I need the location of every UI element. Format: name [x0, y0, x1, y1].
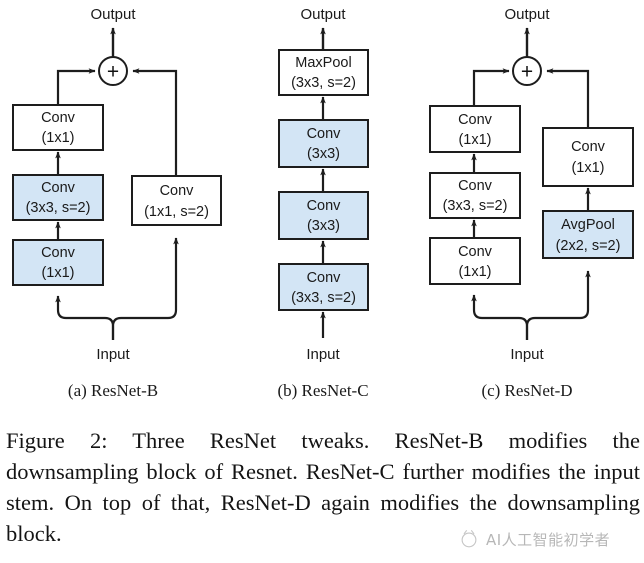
panel-a-input-label: Input	[96, 346, 130, 363]
panel-a-node-conv-3x3-s2-params: (3x3, s=2)	[26, 200, 91, 216]
panel-c-node-shortcut-conv-1x1-name: Conv	[571, 139, 606, 155]
panel-b-node-conv-3x3-lower-params: (3x3)	[307, 218, 340, 234]
panel-c-node-conv-3x3-s2: Conv (3x3, s=2)	[429, 172, 521, 219]
panel-a-node-conv-3x3-s2-name: Conv	[41, 180, 76, 196]
panel-b-resnet-c: Output MaxPool (3x3, s=2) Conv (3x3) Con…	[277, 6, 369, 400]
panel-b-node-conv-3x3-upper-params: (3x3)	[307, 146, 340, 162]
panel-b-node-conv-3x3-s2-params: (3x3, s=2)	[291, 290, 356, 306]
panel-c-node-conv-3x3-s2-name: Conv	[458, 178, 493, 194]
panel-c-edge-mainpath-to-sum	[472, 68, 510, 106]
panel-b-node-conv-3x3-lower-name: Conv	[307, 198, 342, 214]
panel-c-output-label: Output	[504, 6, 550, 23]
panel-a-edge-shortcut-to-sum	[132, 68, 178, 176]
panel-a-edge-input-to-shortcut	[111, 237, 179, 340]
panel-c-resnet-d: Output + Conv (1x1) Conv (3x3, s=2)	[429, 6, 634, 400]
panel-a-output-label: Output	[90, 6, 136, 23]
panel-c-node-shortcut-conv-1x1-params: (1x1)	[571, 160, 604, 176]
panel-b-node-maxpool-3x3-s2-params: (3x3, s=2)	[291, 75, 356, 91]
panel-a-sum-symbol: +	[107, 61, 119, 84]
panel-a-node-conv-1x1-top-params: (1x1)	[41, 130, 74, 146]
panel-c-edge-shortcut-to-sum	[546, 68, 590, 128]
panel-a-node-conv-1x1-bottom: Conv (1x1)	[12, 239, 104, 286]
panel-b-node-conv-3x3-upper: Conv (3x3)	[278, 119, 369, 168]
panel-a-sum-node	[98, 56, 128, 86]
panel-c-node-conv-1x1-top: Conv (1x1)	[429, 105, 521, 153]
panel-b-node-maxpool-3x3-s2: MaxPool (3x3, s=2)	[278, 49, 369, 96]
panel-a-node-shortcut-conv-1x1-s2-name: Conv	[160, 183, 195, 199]
panel-b-input-label: Input	[306, 346, 340, 363]
panel-c-node-avgpool-2x2-s2-name: AvgPool	[561, 217, 615, 233]
panel-a-node-conv-1x1-top-name: Conv	[41, 110, 76, 126]
panel-a-node-conv-3x3-s2: Conv (3x3, s=2)	[12, 174, 104, 221]
panel-a-node-shortcut-conv-1x1-s2: Conv (1x1, s=2)	[131, 175, 222, 226]
panel-c-node-shortcut-conv-1x1: Conv (1x1)	[542, 127, 634, 187]
resnet-tweaks-diagram: Output + Conv (1x1) Conv (3x3, s=2)	[12, 6, 634, 400]
panel-a-resnet-b: Output + Conv (1x1) Conv (3x3, s=2)	[12, 6, 222, 400]
panel-c-sum-symbol: +	[521, 61, 533, 84]
panel-b-node-conv-3x3-upper-name: Conv	[307, 126, 342, 142]
panel-b-node-conv-3x3-s2-name: Conv	[307, 270, 342, 286]
figure-diagram-area: Output + Conv (1x1) Conv (3x3, s=2)	[12, 6, 634, 400]
panel-c-input-label: Input	[510, 346, 544, 363]
panel-a-node-conv-1x1-bottom-name: Conv	[41, 245, 76, 261]
panel-a-node-conv-1x1-bottom-params: (1x1)	[41, 265, 74, 281]
panel-b-node-conv-3x3-s2: Conv (3x3, s=2)	[278, 263, 369, 311]
panel-b-output-label: Output	[300, 6, 346, 23]
panel-c-edge-input-to-shortcut	[525, 270, 591, 340]
panel-c-node-conv-1x1-top-name: Conv	[458, 112, 493, 128]
panel-c-node-conv-1x1-top-params: (1x1)	[458, 132, 491, 148]
panel-b-node-conv-3x3-lower: Conv (3x3)	[278, 191, 369, 240]
panel-c-edge-input-to-mainpath	[471, 294, 529, 340]
panel-c-node-conv-3x3-s2-params: (3x3, s=2)	[443, 198, 508, 214]
panel-a-node-conv-1x1-top: Conv (1x1)	[12, 104, 104, 151]
panel-a-edge-input-to-mainpath	[55, 295, 115, 340]
panel-c-caption: (c) ResNet-D	[481, 381, 572, 400]
panel-a-node-shortcut-conv-1x1-s2-params: (1x1, s=2)	[144, 204, 209, 220]
panel-c-sum-node	[512, 56, 542, 86]
figure-caption: Figure 2: Three ResNet tweaks. ResNet-B …	[6, 428, 640, 546]
panel-b-node-maxpool-3x3-s2-name: MaxPool	[295, 55, 351, 71]
panel-c-node-avgpool-2x2-s2: AvgPool (2x2, s=2)	[542, 210, 634, 259]
panel-a-caption: (a) ResNet-B	[68, 381, 158, 400]
panel-c-node-conv-1x1-bottom-name: Conv	[458, 244, 493, 260]
panel-c-node-conv-1x1-bottom: Conv (1x1)	[429, 237, 521, 285]
panel-c-node-conv-1x1-bottom-params: (1x1)	[458, 264, 491, 280]
panel-c-node-avgpool-2x2-s2-params: (2x2, s=2)	[556, 238, 621, 254]
panel-b-caption: (b) ResNet-C	[277, 381, 368, 400]
panel-a-edge-mainpath-to-sum	[56, 68, 96, 105]
